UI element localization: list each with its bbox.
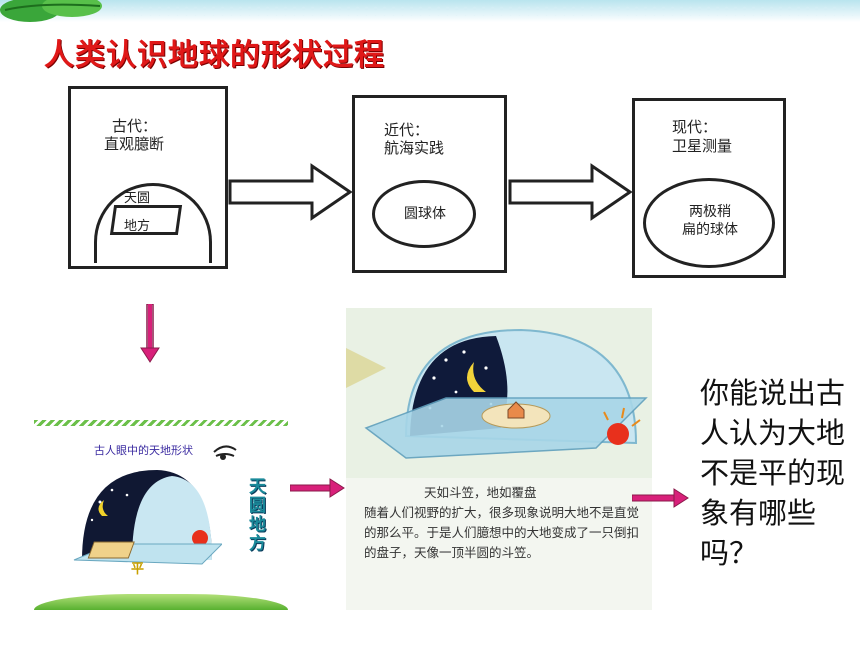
arrow-right-icon-2 (508, 163, 633, 221)
oblate-label-2: 扁的球体 (682, 222, 738, 238)
arrow-right-icon-1 (228, 163, 353, 221)
header-dots (110, 4, 860, 16)
oblate-label-1: 两极稍 (689, 204, 731, 220)
arrow-right-pink-icon-2 (632, 488, 689, 508)
dome-illustration-panel: 天如斗笠，地如覆盘 随着人们视野的扩大，很多现象说明大地不是直觉的那么平。于是人… (346, 308, 652, 610)
oblate-sphere (643, 178, 775, 268)
stage-early-modern-method: 航海实践 (384, 139, 445, 157)
earth-square-label: 地方 (124, 219, 151, 234)
green-ground-strip (34, 594, 288, 610)
discussion-question: 你能说出古人认为大地不是平的现象有哪些吗？ (700, 376, 846, 570)
panel-zigzag-border (34, 420, 288, 426)
ancient-view-panel: 古人眼中的天地形状 平 天圆地方 (34, 420, 288, 610)
header-band (0, 0, 860, 22)
dome-description: 天如斗笠，地如覆盘 随着人们视野的扩大，很多现象说明大地不是直觉的那么平。于是人… (364, 483, 642, 563)
stage-ancient-method: 直观臆断 (104, 135, 165, 153)
sphere-label: 圆球体 (404, 206, 446, 222)
arrow-right-pink-icon-1 (290, 478, 345, 498)
arrow-down-icon (140, 304, 160, 363)
ancient-view-title: 古人眼中的天地形状 (94, 444, 193, 457)
stage-early-modern-era: 近代： (384, 121, 430, 139)
leaf-decoration-icon (0, 0, 102, 22)
stage-contemporary-era: 现代： (672, 118, 718, 136)
flat-label: 平 (131, 562, 145, 577)
eye-icon (213, 445, 237, 460)
sky-dome-illustration (73, 470, 222, 565)
dome-caption: 天如斗笠，地如覆盘 (424, 485, 537, 500)
sky-round-earth-square-vertical: 天圆地方 (249, 477, 266, 554)
sky-round-label: 天圆 (124, 191, 151, 206)
round-sphere (372, 180, 476, 248)
stage-contemporary-method: 卫星测量 (672, 137, 733, 155)
slide-title: 人类认识地球的形状过程 (44, 38, 385, 73)
stage-ancient-era: 古代： (112, 117, 158, 135)
hemisphere-sky-illustration (346, 308, 652, 478)
dome-body-text: 随着人们视野的扩大，很多现象说明大地不是直觉的那么平。于是人们臆想中的大地变成了… (364, 505, 640, 560)
